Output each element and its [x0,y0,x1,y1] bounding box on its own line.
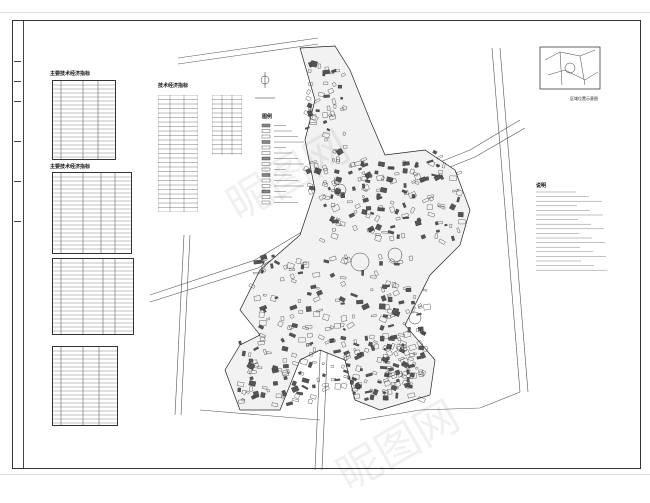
location-plan [539,46,601,90]
design-notes [536,191,607,271]
south-east-road [359,391,521,421]
west-road [174,234,185,416]
location-plan-title: 区域位置示意图 [570,95,598,101]
west-road-edge [180,234,191,416]
technical-table-2 [52,172,132,254]
east-road-edge [499,47,529,393]
table-grid-2 [53,173,131,253]
bottom-edge-line [0,474,650,475]
building-table-right-grid [212,95,242,155]
table-grid-4 [53,347,117,425]
east-road [491,47,521,393]
north-arrow-icon [255,72,275,99]
building-blocks [236,60,466,408]
building-table-title: 技术经济指标 [158,83,189,89]
legend-items [261,123,304,205]
technical-table-1 [52,80,116,160]
north-road [177,37,319,59]
legend-title: 图例 [262,113,272,120]
notes-title: 说明 [536,183,547,189]
north-road-edge [177,43,319,65]
south-road [199,409,321,421]
top-edge-line [0,12,650,13]
site-boundary [224,45,471,411]
building-table-grid [158,95,198,212]
table-title-2: 主要技术经济指标 [50,164,91,170]
table-grid-3 [53,259,133,334]
site-plan-map: 图例 区域位置示意图 [149,37,607,471]
table-grid-1 [53,81,115,159]
technical-table-3 [52,258,134,335]
table-title-1: 主要技术经济指标 [50,71,91,77]
technical-table-4 [52,346,118,426]
building-table [158,95,198,212]
title-block-strip [13,21,24,468]
building-table-right [212,95,242,155]
